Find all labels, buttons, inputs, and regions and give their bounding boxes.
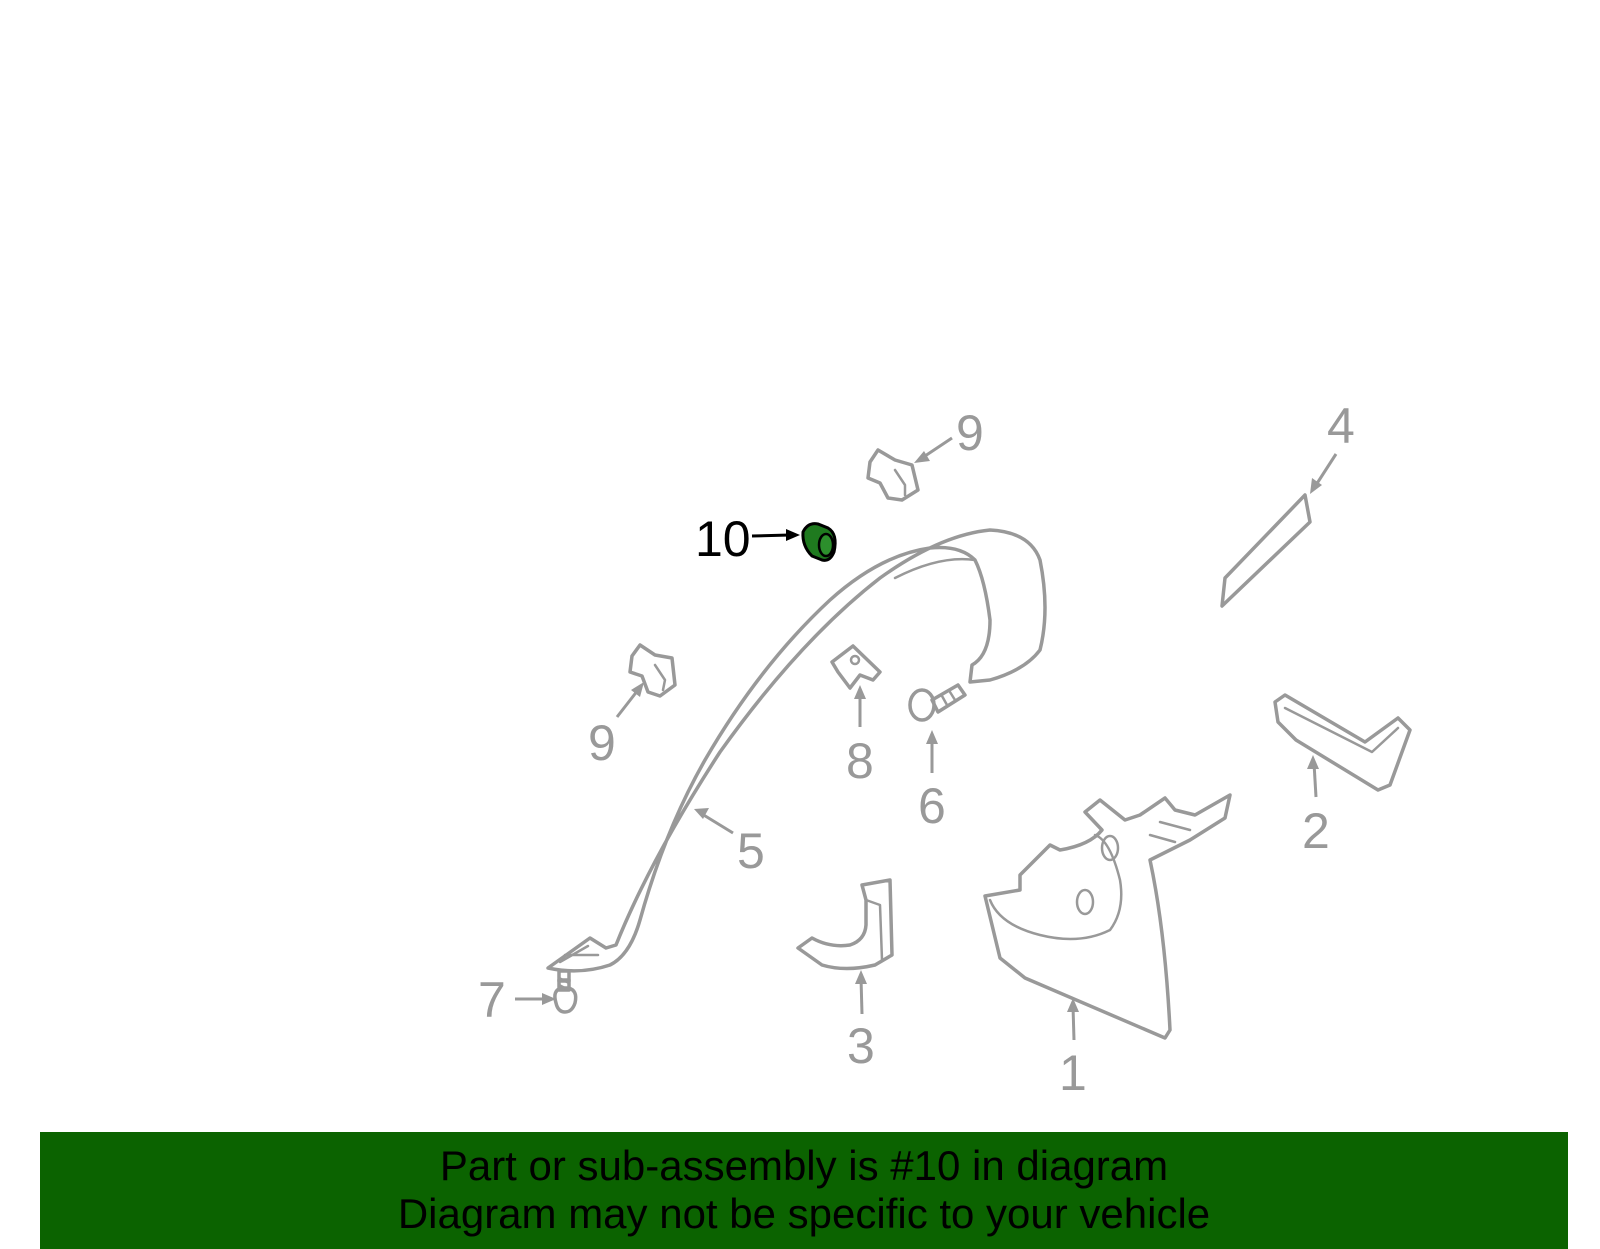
banner-line-1: Part or sub-assembly is #10 in diagram bbox=[439, 1142, 1169, 1189]
callout-1-label: 1 bbox=[1059, 1045, 1087, 1101]
callout-2: 2 bbox=[1302, 755, 1330, 859]
callout-9-left: 9 bbox=[588, 682, 644, 771]
callout-8-label: 8 bbox=[846, 733, 874, 789]
banner-line-2: Diagram may not be specific to your vehi… bbox=[397, 1190, 1211, 1237]
callout-4: 4 bbox=[1310, 398, 1355, 494]
part-1-mud-flap[interactable] bbox=[983, 793, 1232, 1040]
callout-5: 5 bbox=[694, 808, 765, 879]
callout-3-label: 3 bbox=[847, 1018, 875, 1074]
part-3-splash-shield[interactable] bbox=[796, 878, 894, 971]
callout-10: 10 bbox=[695, 511, 800, 567]
part-2-bracket[interactable] bbox=[1273, 693, 1412, 792]
part-6-screw[interactable] bbox=[908, 683, 967, 722]
part-10-grommet[interactable] bbox=[801, 522, 837, 562]
callout-7: 7 bbox=[478, 972, 556, 1028]
callout-6-label: 6 bbox=[918, 778, 946, 834]
part-4-moulding-strip[interactable] bbox=[1220, 493, 1312, 608]
callout-9-top-label: 9 bbox=[956, 405, 984, 461]
callout-9-top: 9 bbox=[914, 405, 984, 463]
callout-8: 8 bbox=[846, 685, 874, 789]
callout-4-label: 4 bbox=[1327, 398, 1355, 454]
part-7-bolt[interactable] bbox=[553, 969, 578, 1014]
callout-5-label: 5 bbox=[737, 823, 765, 879]
callout-2-label: 2 bbox=[1302, 803, 1330, 859]
part-5-wheel-arch-moulding[interactable] bbox=[546, 528, 1047, 973]
diagram-notice-banner: Part or sub-assembly is #10 in diagram D… bbox=[40, 1132, 1568, 1249]
callout-10-label: 10 bbox=[695, 511, 751, 567]
callout-1: 1 bbox=[1059, 998, 1087, 1101]
callout-6: 6 bbox=[918, 730, 946, 834]
callout-3: 3 bbox=[847, 970, 875, 1074]
part-8-clip-nut[interactable] bbox=[830, 644, 882, 690]
callout-7-label: 7 bbox=[478, 972, 506, 1028]
callout-9-left-label: 9 bbox=[588, 715, 616, 771]
part-9-retainer-clip-left[interactable] bbox=[628, 643, 677, 698]
part-9-retainer-clip-top[interactable] bbox=[866, 448, 920, 502]
